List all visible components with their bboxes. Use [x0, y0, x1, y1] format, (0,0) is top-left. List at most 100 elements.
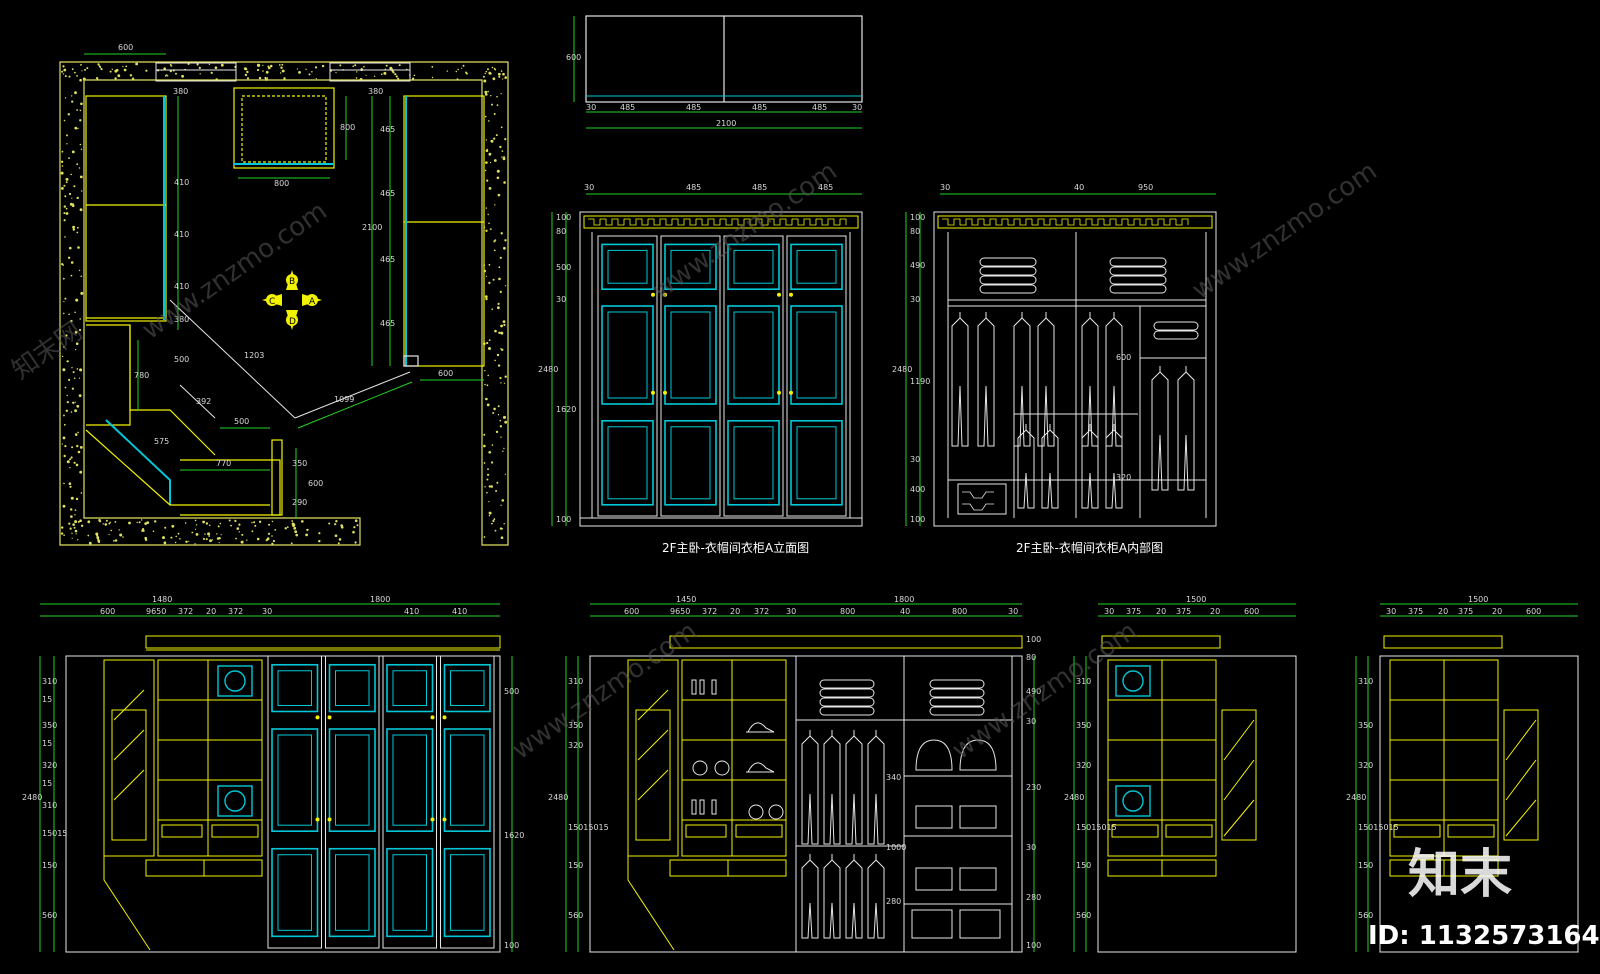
wall-speck — [236, 527, 240, 530]
wall-speck — [75, 497, 79, 501]
wall-speck — [74, 529, 78, 533]
top-dim: 485 — [686, 103, 701, 112]
wall-speck — [79, 119, 82, 122]
door-panel — [601, 243, 654, 290]
wall-speck — [61, 150, 64, 153]
wall-speck — [77, 539, 79, 541]
plan-dim: 465 — [380, 125, 395, 134]
wall-speck — [278, 64, 281, 66]
top-dim: 485 — [752, 103, 767, 112]
wall-speck — [493, 137, 496, 140]
wall-speck — [70, 274, 73, 277]
wall-speck — [354, 541, 357, 544]
wall-speck — [68, 482, 72, 486]
wall-speck — [131, 77, 135, 80]
wall-speck — [66, 460, 70, 464]
dim: 20 — [730, 607, 740, 616]
wall-speck — [68, 378, 71, 381]
wall-speck — [105, 519, 108, 522]
door-panel-inner — [670, 426, 711, 500]
wall-speck — [202, 537, 205, 540]
wall-speck — [295, 533, 299, 537]
wall-speck — [84, 68, 87, 71]
dim: 310 — [1358, 677, 1373, 686]
wall-speck — [79, 78, 82, 82]
dim: 2480 — [1064, 793, 1084, 802]
wall-speck — [74, 514, 76, 516]
door-panels-c — [267, 655, 495, 949]
plan-dim: 600 — [118, 43, 133, 52]
wall-speck — [65, 212, 69, 215]
wall-speck — [354, 519, 358, 522]
wall-speck — [497, 193, 501, 197]
garment — [845, 859, 863, 939]
garment — [801, 735, 819, 845]
wall-speck — [60, 532, 64, 535]
wall-speck — [499, 419, 502, 422]
wall-speck — [63, 300, 65, 303]
door-panel — [271, 847, 319, 938]
dim: 1000 — [886, 843, 906, 852]
wall-speck — [65, 334, 68, 337]
wall-speck — [97, 540, 101, 544]
wall-speck — [446, 70, 448, 72]
wall-speck — [499, 376, 502, 380]
dim: 100 — [910, 213, 925, 222]
wall-speck — [205, 538, 208, 541]
door-panel — [443, 847, 491, 938]
hanging-clothes-b — [801, 730, 885, 939]
wall-speck — [335, 520, 338, 523]
wall-speck — [491, 66, 494, 69]
wall-speck — [79, 519, 82, 522]
dim: 80 — [556, 227, 566, 236]
plan-dim: 380 — [368, 87, 383, 96]
wall-speck — [188, 540, 190, 542]
wall-speck — [70, 411, 73, 413]
wall-speck — [75, 342, 79, 346]
dim: 375 — [1176, 607, 1191, 616]
wall-speck — [502, 157, 506, 161]
wall-speck — [74, 126, 78, 130]
wall-speck — [108, 522, 111, 525]
door-panel-inner — [733, 249, 774, 284]
dim: 15015 — [42, 829, 67, 838]
wall-speck — [499, 425, 503, 428]
plan-dim: 392 — [196, 397, 211, 406]
wall-speck — [484, 486, 486, 488]
wall-speck — [269, 64, 273, 68]
wall-speck — [385, 64, 388, 67]
marker-a: A — [309, 297, 316, 307]
door-panel-inner — [796, 249, 837, 284]
wall-speck — [491, 461, 494, 464]
dim: 9650 — [670, 607, 690, 616]
wall-speck — [87, 520, 91, 524]
door-panel — [328, 663, 376, 713]
wall-speck — [496, 353, 500, 357]
door-knob — [442, 715, 447, 720]
wall-speck — [294, 530, 298, 534]
dim: 30 — [584, 183, 594, 192]
wall-speck — [265, 78, 268, 81]
wall-speck — [485, 93, 488, 96]
dim: 600 — [1116, 353, 1131, 362]
wall-speck — [217, 525, 220, 528]
wall-speck — [395, 75, 398, 78]
wall-speck — [171, 524, 175, 528]
dim: 600 — [1526, 607, 1541, 616]
wall-speck — [484, 370, 486, 372]
wall-speck — [493, 113, 496, 115]
garment — [1017, 429, 1035, 509]
wall-speck — [502, 320, 506, 323]
wall-speck — [494, 329, 497, 333]
wall-speck — [109, 70, 112, 73]
wall-speck — [65, 409, 69, 412]
door-panel — [601, 419, 654, 506]
caption-interior-a: 2F主卧-衣帽间衣柜A内部图 — [1016, 540, 1163, 555]
dim: 2480 — [548, 793, 568, 802]
wall-speck — [117, 74, 121, 78]
dim: 310 — [1076, 677, 1091, 686]
wall-speck — [318, 532, 321, 535]
wall-speck — [293, 526, 297, 530]
wall-speck — [488, 501, 490, 503]
wall-speck — [113, 540, 115, 542]
